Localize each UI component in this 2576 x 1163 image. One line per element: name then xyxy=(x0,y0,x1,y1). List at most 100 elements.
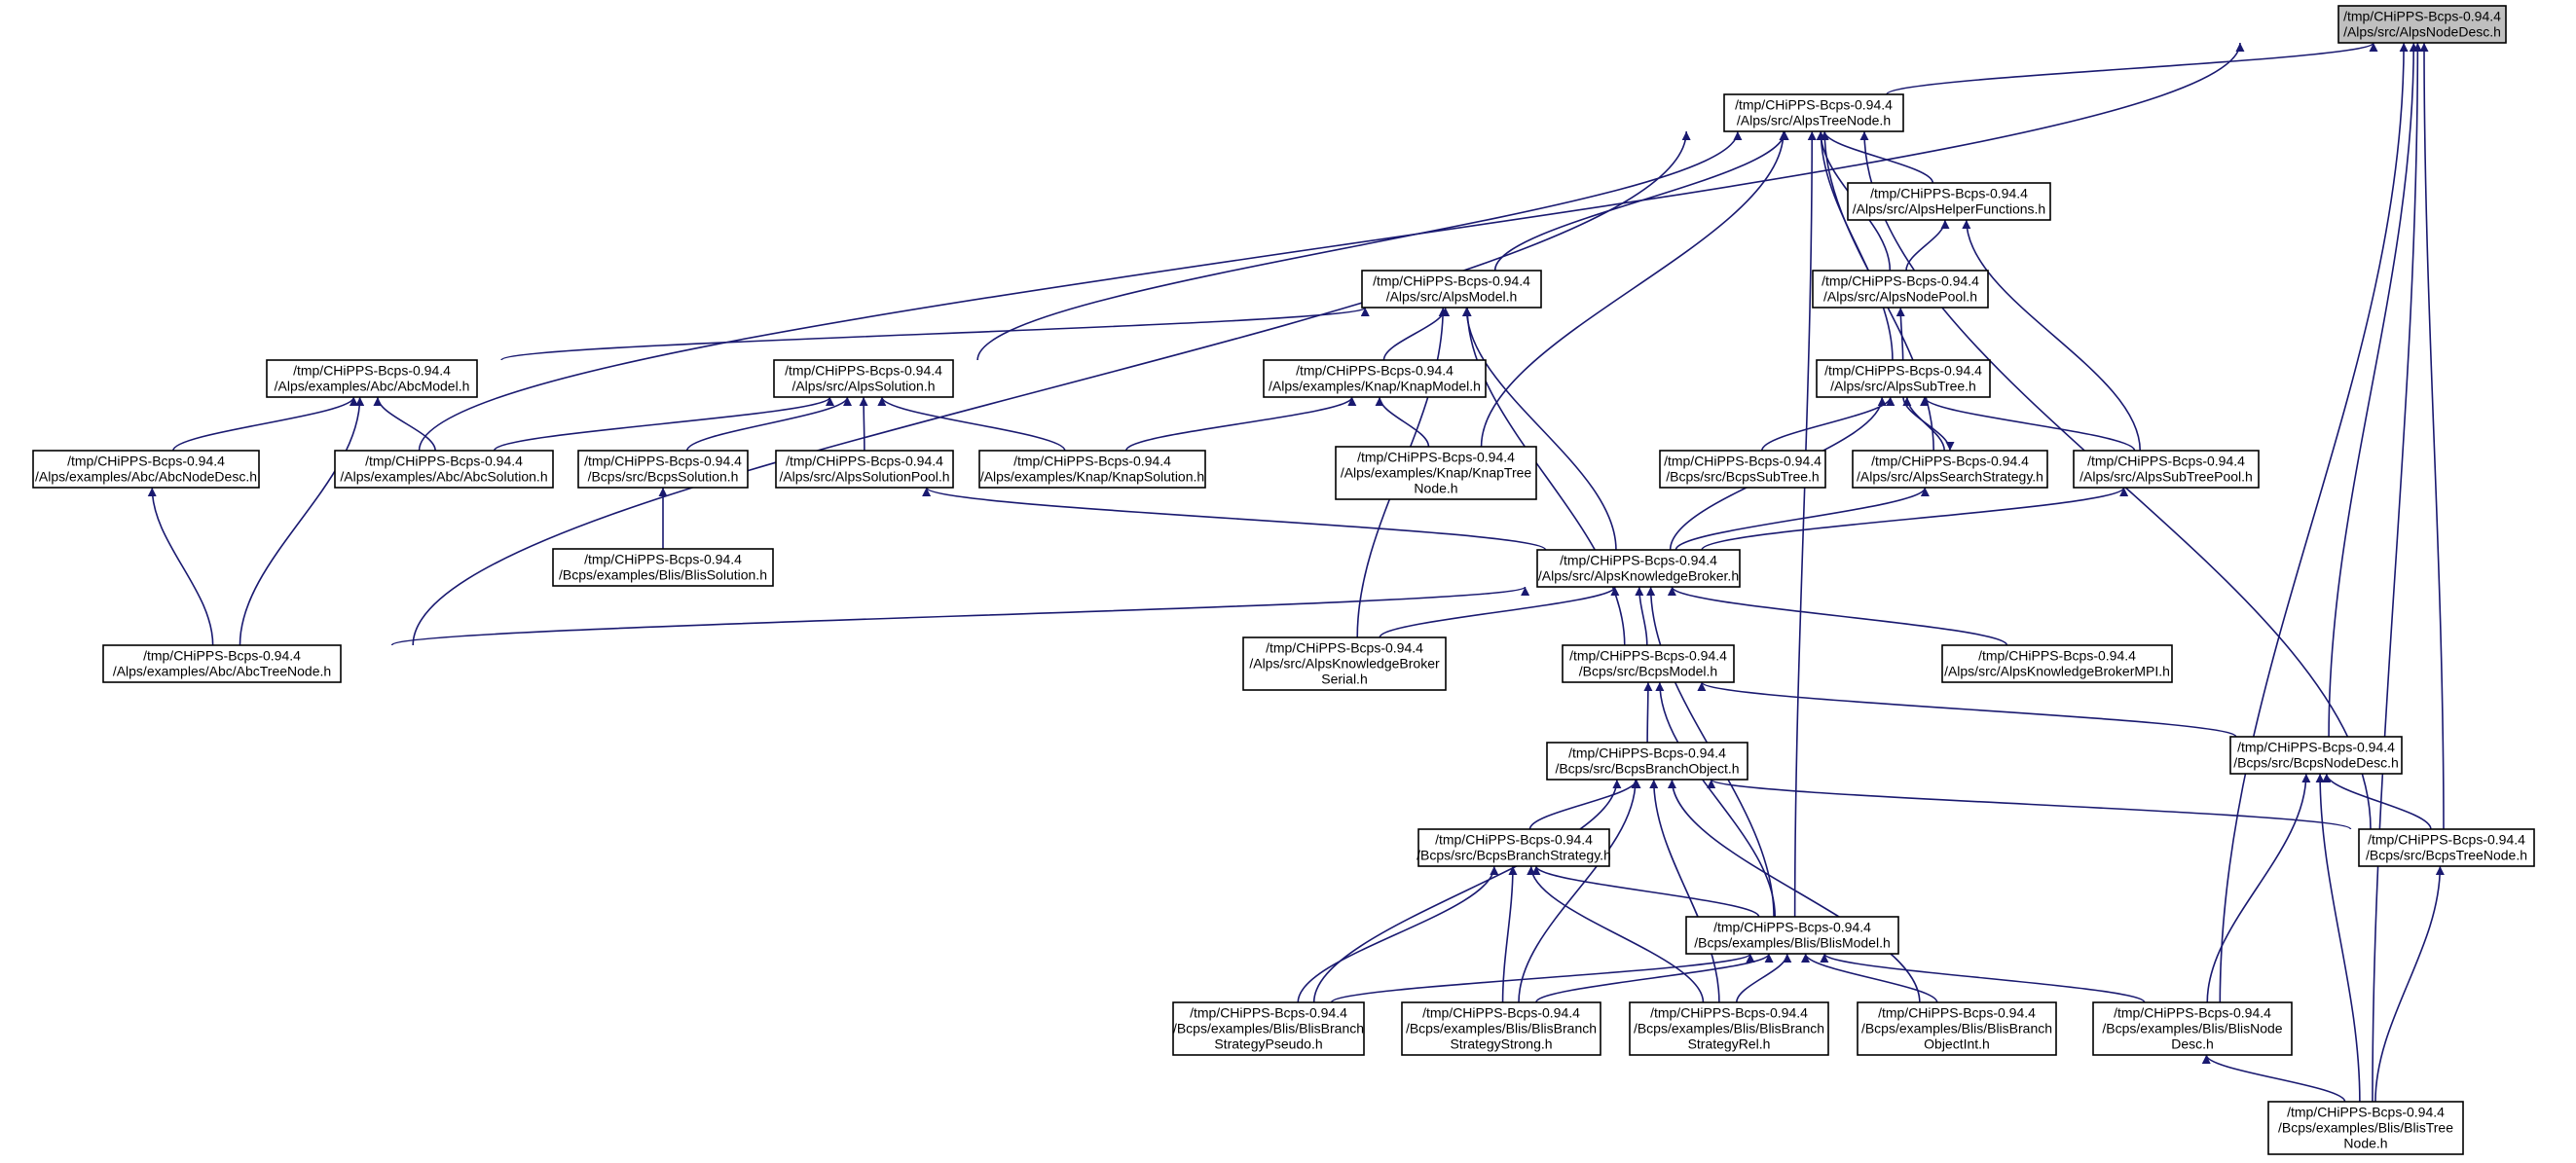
node-label-line: /tmp/CHiPPS-Bcps-0.94.4 xyxy=(1870,186,2028,201)
node-blis-tree-node[interactable]: /tmp/CHiPPS-Bcps-0.94.4/Bcps/examples/Bl… xyxy=(2267,1101,2464,1155)
node-blis-model[interactable]: /tmp/CHiPPS-Bcps-0.94.4/Bcps/examples/Bl… xyxy=(1685,916,1899,955)
node-label-line: /Bcps/src/BcpsNodeDesc.h xyxy=(2233,755,2399,771)
edge-blis-object-int-to-bcps-branch-object xyxy=(1667,779,1921,1003)
node-box xyxy=(1401,1001,1601,1056)
edge-bcps-node-desc-to-bcps-model xyxy=(1697,681,2237,738)
node-box xyxy=(1536,549,1741,588)
edge-alps-helper-functions-to-alps-tree-node xyxy=(1820,130,1934,184)
edge-blis-model-to-bcps-model xyxy=(1655,681,1777,918)
node-alps-tree-node[interactable]: /tmp/CHiPPS-Bcps-0.94.4/Alps/src/AlpsTre… xyxy=(1723,93,1904,132)
node-alps-search-strategy[interactable]: /tmp/CHiPPS-Bcps-0.94.4/Alps/src/AlpsSea… xyxy=(1852,450,2048,489)
node-box xyxy=(1172,1001,1365,1056)
node-blis-branch-strategy-rel[interactable]: /tmp/CHiPPS-Bcps-0.94.4/Bcps/examples/Bl… xyxy=(1629,1001,1829,1056)
node-abc-node-desc[interactable]: /tmp/CHiPPS-Bcps-0.94.4/Alps/examples/Ab… xyxy=(32,450,260,489)
node-label-line: /tmp/CHiPPS-Bcps-0.94.4 xyxy=(2368,832,2525,848)
node-box xyxy=(1546,742,1748,781)
node-bcps-node-desc[interactable]: /tmp/CHiPPS-Bcps-0.94.4/Bcps/src/BcpsNod… xyxy=(2229,736,2403,775)
edge-bcps-sub-tree-to-alps-sub-tree xyxy=(1761,396,1895,452)
node-bcps-sub-tree[interactable]: /tmp/CHiPPS-Bcps-0.94.4/Bcps/src/BcpsSub… xyxy=(1659,450,1826,489)
node-box xyxy=(552,548,774,587)
node-box xyxy=(1417,828,1610,867)
node-blis-object-int[interactable]: /tmp/CHiPPS-Bcps-0.94.4/Bcps/examples/Bl… xyxy=(1857,1001,2057,1056)
node-box xyxy=(1242,636,1447,691)
node-alps-knowledge-broker-serial[interactable]: /tmp/CHiPPS-Bcps-0.94.4/Alps/src/AlpsKno… xyxy=(1242,636,1447,691)
node-box xyxy=(334,450,554,489)
node-alps-knowledge-broker-mpi[interactable]: /tmp/CHiPPS-Bcps-0.94.4/Alps/src/AlpsKno… xyxy=(1941,644,2173,683)
node-bcps-model[interactable]: /tmp/CHiPPS-Bcps-0.94.4/Bcps/src/BcpsMod… xyxy=(1562,644,1735,683)
node-label-line: Desc.h xyxy=(2171,1036,2214,1052)
node-label-line: /tmp/CHiPPS-Bcps-0.94.4 xyxy=(2287,1105,2445,1120)
edge-blis-model-to-bcps-branch-strategy xyxy=(1531,865,1760,918)
node-label-line: /tmp/CHiPPS-Bcps-0.94.4 xyxy=(1978,648,2136,664)
node-box xyxy=(577,450,749,489)
node-root: /tmp/CHiPPS-Bcps-0.94.4/Alps/src/AlpsNod… xyxy=(2337,5,2507,44)
node-label-line: /Bcps/examples/Blis/BlisModel.h xyxy=(1694,935,1891,951)
node-label-line: /tmp/CHiPPS-Bcps-0.94.4 xyxy=(1871,454,2029,469)
node-blis-solution[interactable]: /tmp/CHiPPS-Bcps-0.94.4/Bcps/examples/Bl… xyxy=(552,548,774,587)
node-bcps-branch-object[interactable]: /tmp/CHiPPS-Bcps-0.94.4/Bcps/src/BcpsBra… xyxy=(1546,742,1748,781)
edge-bcps-branch-strategy-to-bcps-branch-object xyxy=(1528,779,1641,830)
node-bcps-solution[interactable]: /tmp/CHiPPS-Bcps-0.94.4/Bcps/src/BcpsSol… xyxy=(577,450,749,489)
edge-alps-knowledge-broker-to-alps-sub-tree-pool xyxy=(1701,487,2128,551)
node-label-line: /Alps/src/AlpsKnowledgeBrokerMPI.h xyxy=(1944,664,2170,679)
node-blis-node-desc[interactable]: /tmp/CHiPPS-Bcps-0.94.4/Bcps/examples/Bl… xyxy=(2092,1001,2293,1056)
edge-blis-branch-strategy-pseudo-to-blis-model xyxy=(1330,953,1755,1003)
node-bcps-branch-strategy[interactable]: /tmp/CHiPPS-Bcps-0.94.4/Bcps/src/BcpsBra… xyxy=(1417,828,1611,867)
edge-alps-knowledge-broker-to-alps-model xyxy=(1461,307,1617,551)
node-label-line: /Alps/examples/Abc/AbcSolution.h xyxy=(340,469,547,485)
node-alps-solution-pool[interactable]: /tmp/CHiPPS-Bcps-0.94.4/Alps/src/AlpsSol… xyxy=(775,450,954,489)
edge-blis-node-desc-to-root xyxy=(2219,42,2409,1003)
edge-abc-tree-node-to-alps-tree-node xyxy=(412,130,1691,646)
node-knap-model[interactable]: /tmp/CHiPPS-Bcps-0.94.4/Alps/examples/Kn… xyxy=(1263,359,1487,398)
node-label-line: /Alps/examples/Abc/AbcNodeDesc.h xyxy=(35,469,257,485)
node-abc-tree-node[interactable]: /tmp/CHiPPS-Bcps-0.94.4/Alps/examples/Ab… xyxy=(102,644,342,683)
node-knap-tree-node[interactable]: /tmp/CHiPPS-Bcps-0.94.4/Alps/examples/Kn… xyxy=(1335,446,1537,500)
edge-blis-branch-strategy-rel-to-blis-model xyxy=(1736,953,1792,1003)
edge-abc-solution-to-abc-model xyxy=(373,396,436,452)
node-label-line: /tmp/CHiPPS-Bcps-0.94.4 xyxy=(365,454,523,469)
node-blis-branch-strategy-strong[interactable]: /tmp/CHiPPS-Bcps-0.94.4/Bcps/examples/Bl… xyxy=(1401,1001,1601,1056)
node-box xyxy=(1659,450,1826,489)
node-label-line: /Bcps/examples/Blis/BlisBranch xyxy=(1173,1021,1364,1036)
edge-blis-branch-strategy-rel-to-bcps-branch-strategy xyxy=(1527,865,1705,1003)
node-label-line: /Bcps/src/BcpsBranchObject.h xyxy=(1555,761,1739,777)
node-abc-model[interactable]: /tmp/CHiPPS-Bcps-0.94.4/Alps/examples/Ab… xyxy=(266,359,478,398)
edge-blis-branch-strategy-strong-to-bcps-branch-strategy xyxy=(1501,865,1518,1003)
edge-bcps-tree-node-to-bcps-branch-object xyxy=(1707,779,2352,830)
node-alps-helper-functions[interactable]: /tmp/CHiPPS-Bcps-0.94.4/Alps/src/AlpsHel… xyxy=(1847,182,2051,221)
edge-blis-object-int-to-blis-model xyxy=(1801,953,1938,1003)
node-label-line: /Bcps/examples/Blis/BlisSolution.h xyxy=(559,567,767,583)
node-label-line: /Alps/src/AlpsNodeDesc.h xyxy=(2343,24,2501,40)
node-label-line: /Alps/src/AlpsTreeNode.h xyxy=(1737,113,1891,128)
node-label-line: /Alps/src/AlpsModel.h xyxy=(1386,289,1518,305)
node-alps-knowledge-broker[interactable]: /tmp/CHiPPS-Bcps-0.94.4/Alps/src/AlpsKno… xyxy=(1536,549,1741,588)
node-label-line: /tmp/CHiPPS-Bcps-0.94.4 xyxy=(67,454,225,469)
edge-blis-branch-strategy-pseudo-to-bcps-branch-strategy xyxy=(1297,865,1499,1003)
edge-blis-model-to-alps-tree-node xyxy=(1793,130,1817,918)
node-label-line: /Alps/src/AlpsSolution.h xyxy=(791,379,935,394)
node-label-line: /tmp/CHiPPS-Bcps-0.94.4 xyxy=(2114,1005,2271,1021)
node-label-line: /Bcps/examples/Blis/BlisTree xyxy=(2278,1120,2453,1136)
node-label-line: /Alps/src/AlpsSolutionPool.h xyxy=(779,469,949,485)
node-blis-branch-strategy-pseudo[interactable]: /tmp/CHiPPS-Bcps-0.94.4/Bcps/examples/Bl… xyxy=(1172,1001,1365,1056)
edge-alps-solution-pool-to-alps-solution xyxy=(859,396,868,452)
node-label-line: /tmp/CHiPPS-Bcps-0.94.4 xyxy=(1296,363,1454,379)
edge-blis-branch-strategy-strong-to-bcps-branch-object xyxy=(1518,779,1640,1003)
node-alps-node-pool[interactable]: /tmp/CHiPPS-Bcps-0.94.4/Alps/src/AlpsNod… xyxy=(1812,270,1989,309)
node-alps-model[interactable]: /tmp/CHiPPS-Bcps-0.94.4/Alps/src/AlpsMod… xyxy=(1361,270,1542,309)
node-label-line: /Alps/examples/Knap/KnapTree xyxy=(1341,465,1532,481)
node-alps-sub-tree-pool[interactable]: /tmp/CHiPPS-Bcps-0.94.4/Alps/src/AlpsSub… xyxy=(2073,450,2260,489)
edge-knap-model-to-alps-model xyxy=(1382,307,1451,361)
edge-abc-tree-node-to-alps-knowledge-broker xyxy=(390,586,1529,646)
node-label-line: /tmp/CHiPPS-Bcps-0.94.4 xyxy=(1569,648,1727,664)
edge-bcps-branch-object-to-bcps-model xyxy=(1643,681,1653,744)
node-label-line: Node.h xyxy=(2343,1136,2387,1151)
node-knap-solution[interactable]: /tmp/CHiPPS-Bcps-0.94.4/Alps/examples/Kn… xyxy=(978,450,1206,489)
node-alps-solution[interactable]: /tmp/CHiPPS-Bcps-0.94.4/Alps/src/AlpsSol… xyxy=(773,359,954,398)
node-label-line: /tmp/CHiPPS-Bcps-0.94.4 xyxy=(1822,273,1979,289)
node-abc-solution[interactable]: /tmp/CHiPPS-Bcps-0.94.4/Alps/examples/Ab… xyxy=(334,450,554,489)
edge-alps-knowledge-broker-to-alps-search-strategy xyxy=(1674,487,1930,551)
node-label-line: /tmp/CHiPPS-Bcps-0.94.4 xyxy=(1560,553,1717,568)
node-alps-sub-tree[interactable]: /tmp/CHiPPS-Bcps-0.94.4/Alps/src/AlpsSub… xyxy=(1816,359,1991,398)
node-bcps-tree-node[interactable]: /tmp/CHiPPS-Bcps-0.94.4/Bcps/src/BcpsTre… xyxy=(2358,828,2535,867)
